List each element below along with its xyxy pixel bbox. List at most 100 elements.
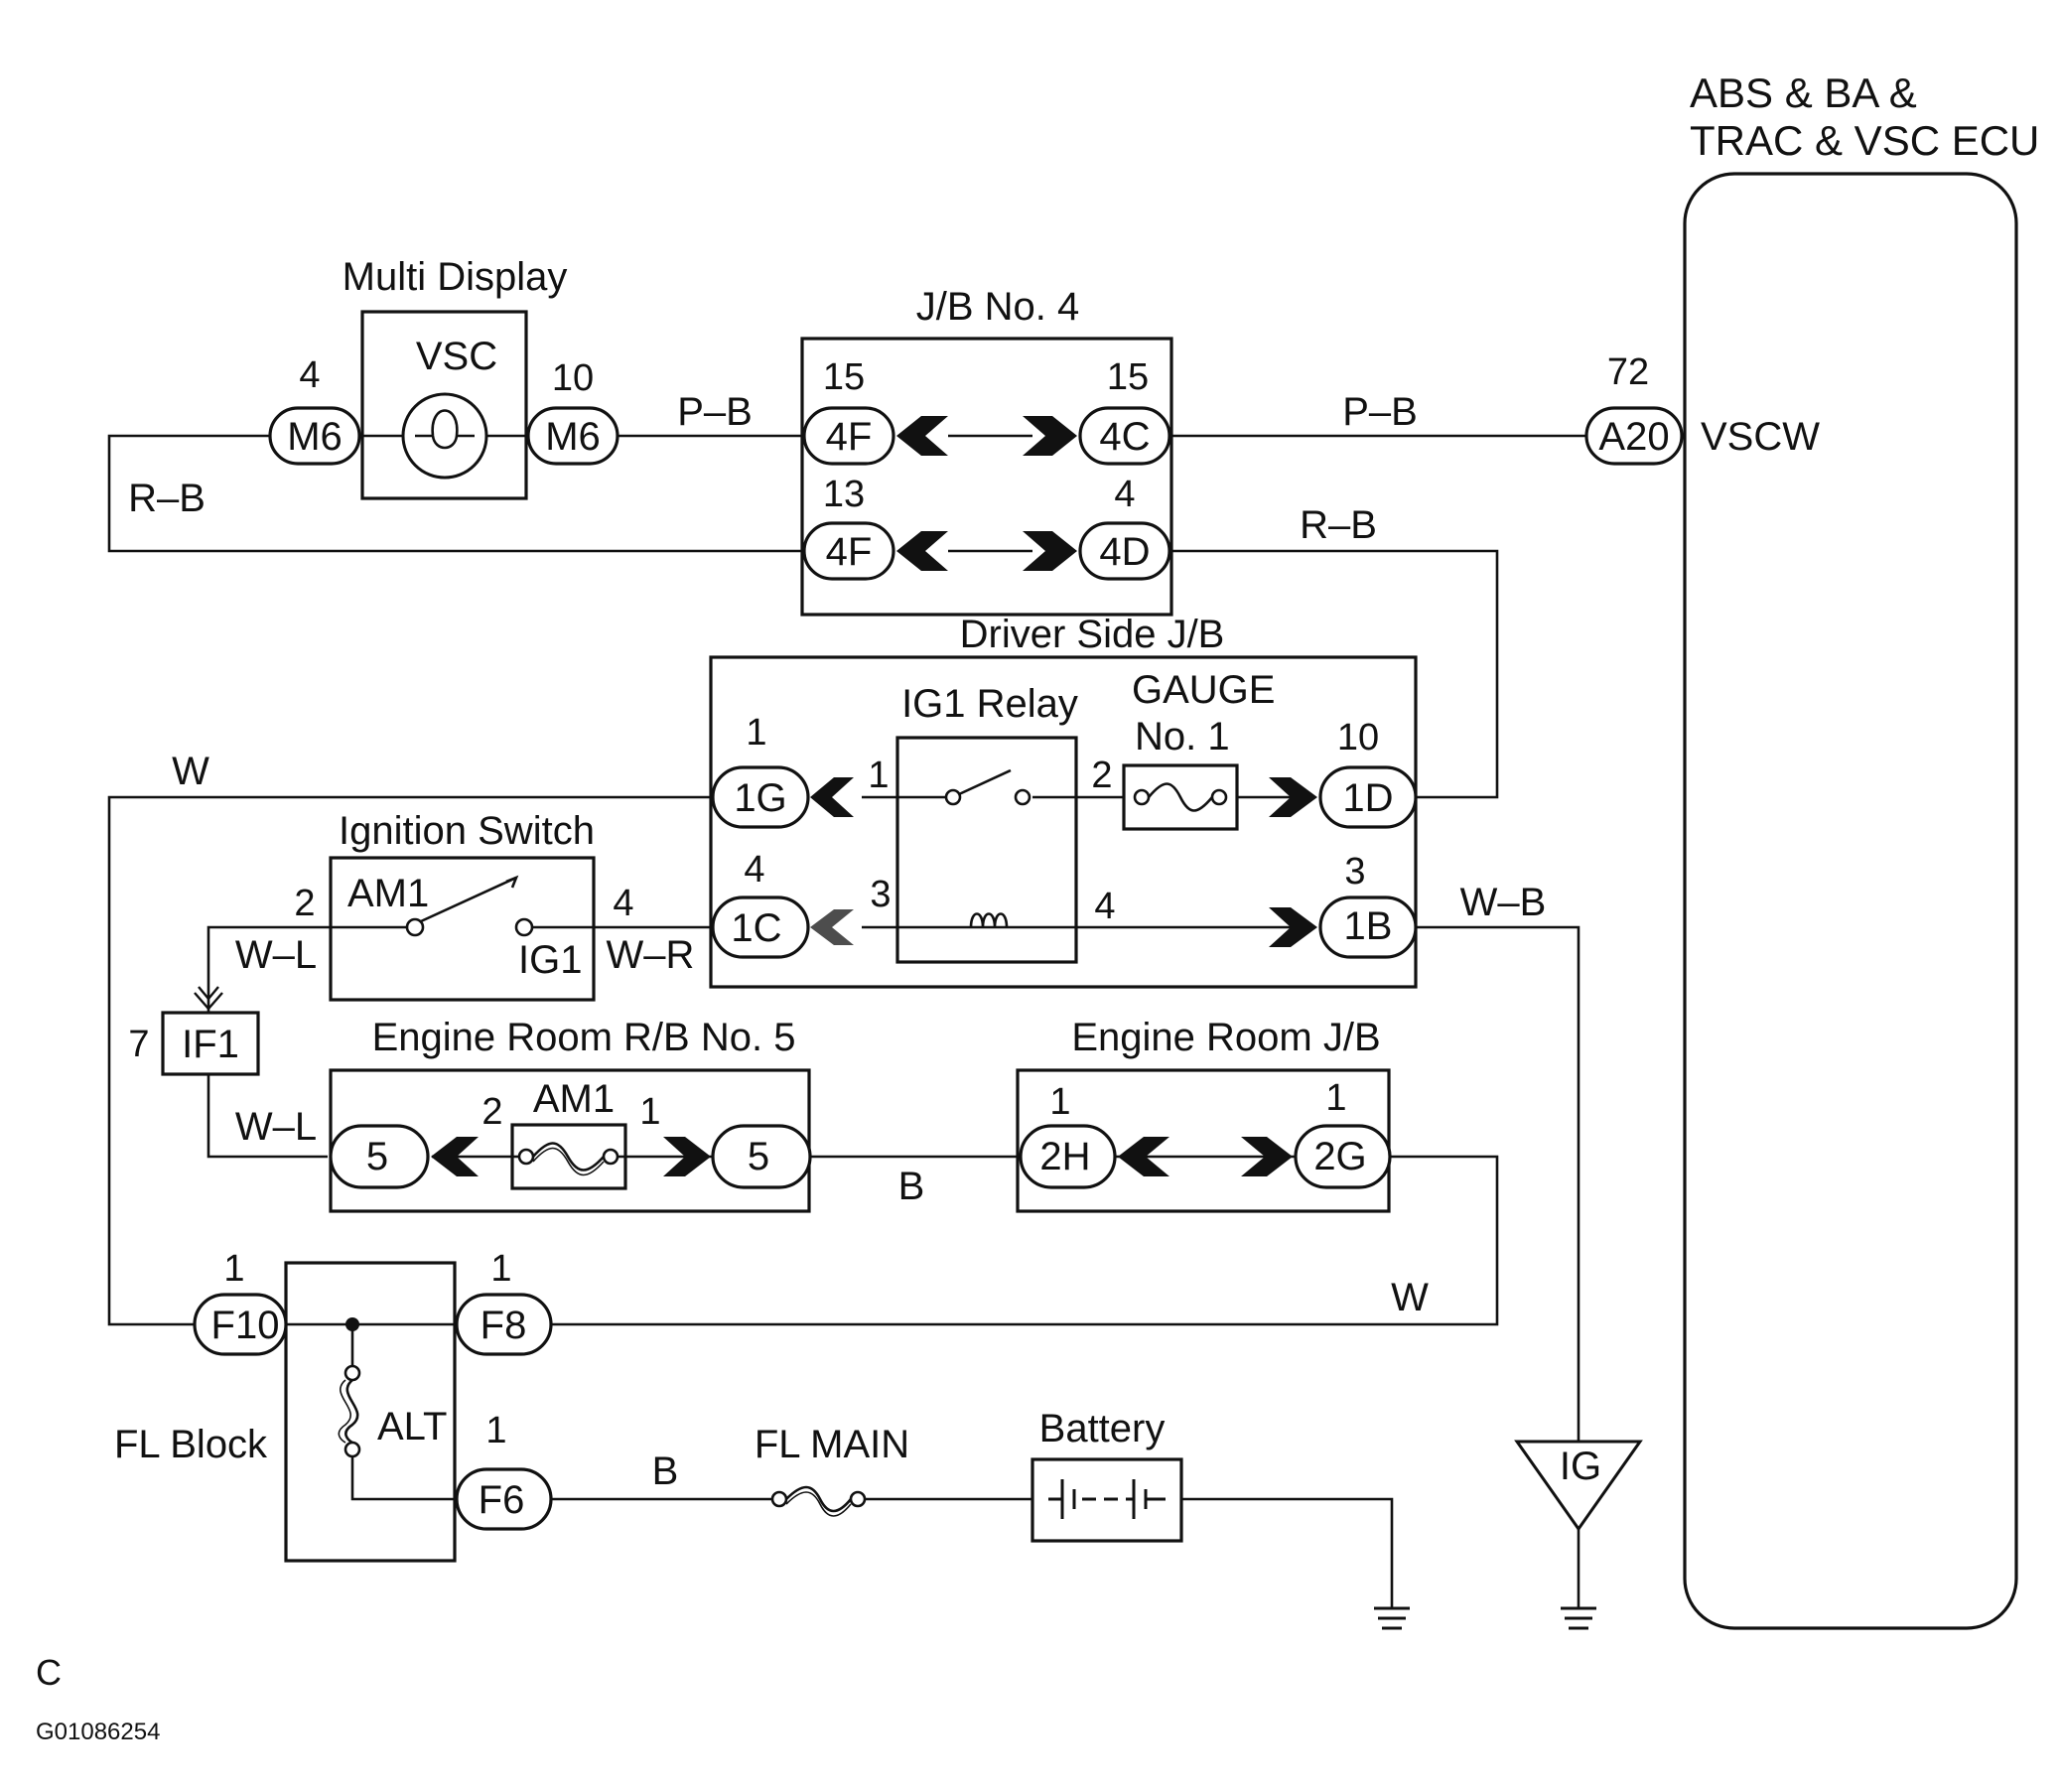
pin-2g: 1 [1325, 1077, 1346, 1119]
chevron-left-rb5 [431, 1137, 479, 1176]
connector-m6-right: M6 [526, 406, 619, 466]
chevron-left-2h [1118, 1137, 1169, 1176]
connector-a20: A20 [1584, 406, 1684, 466]
wire-label-rb-left: R–B [128, 477, 206, 520]
connector-2h: 2H [1019, 1124, 1117, 1189]
vsc-lamp-icon [401, 392, 488, 480]
svg-text:A20: A20 [1598, 415, 1669, 459]
pin-1d: 10 [1337, 717, 1379, 758]
chevron-right-4d [1023, 531, 1077, 571]
wire-rb-left [107, 434, 802, 553]
svg-text:1G: 1G [734, 776, 786, 820]
connector-1d: 1D [1318, 765, 1418, 829]
pin-m6-left: 4 [299, 354, 320, 396]
gauge-fuse-icon [1133, 782, 1228, 812]
wire-b-bottom [551, 1497, 1394, 1608]
pin-if1: 7 [128, 1024, 149, 1065]
ground-ig-icon [1561, 1606, 1596, 1630]
svg-text:M6: M6 [287, 415, 343, 459]
chevron-left-1c [810, 909, 854, 945]
svg-text:IF1: IF1 [182, 1023, 239, 1066]
fl-main-title: FL MAIN [755, 1423, 909, 1466]
pin-4f-bottom: 13 [823, 474, 865, 515]
pin-4f-top: 15 [823, 356, 865, 398]
pin-f8: 1 [490, 1248, 511, 1290]
connector-f10: F10 [193, 1293, 288, 1356]
chevron-left-4f-top [896, 416, 948, 456]
pin-f10: 1 [223, 1248, 244, 1290]
relay-coil-icon [969, 912, 1009, 928]
alt-label: ALT [377, 1405, 447, 1448]
ignition-switch-contact-icon [405, 875, 534, 937]
svg-text:2G: 2G [1313, 1135, 1366, 1178]
ig-ground-label: IG [1560, 1445, 1601, 1488]
wire-label-w-bottom: W [1391, 1276, 1429, 1319]
alt-fusible-link-icon [338, 1364, 361, 1458]
pin-2h: 1 [1049, 1081, 1070, 1123]
ecu-title-line1: ABS & BA & [1690, 69, 1917, 116]
pin-f6: 1 [485, 1410, 506, 1451]
battery-box [1030, 1457, 1183, 1543]
engine-rb5-title: Engine Room R/B No. 5 [372, 1016, 796, 1059]
pin-am1-2: 2 [481, 1091, 502, 1133]
ignition-switch-box [329, 856, 596, 1002]
pin-relay-3: 3 [870, 874, 891, 915]
pin-relay-4: 4 [1094, 886, 1115, 927]
connector-f6: F6 [455, 1467, 553, 1531]
ignition-switch-title: Ignition Switch [339, 809, 595, 853]
svg-text:1D: 1D [1342, 776, 1393, 820]
pin-1g: 1 [746, 712, 766, 754]
chevron-right-1d [1269, 777, 1317, 817]
wire-label-rb-right: R–B [1300, 503, 1377, 547]
multi-display-title: Multi Display [343, 255, 568, 299]
chevron-left-4f-bot [896, 531, 948, 571]
connector-4d: 4D [1078, 521, 1171, 581]
wire-w-bottom [551, 1155, 1499, 1326]
am1-fuse-icon [517, 1142, 619, 1176]
engine-rb5-box [329, 1068, 811, 1213]
chevron-left-1g [810, 777, 854, 817]
chevron-right-4c [1023, 416, 1077, 456]
pin-1c: 4 [744, 849, 764, 891]
svg-text:1B: 1B [1344, 904, 1393, 948]
ecu-box [1683, 172, 2018, 1630]
pin-4c: 15 [1107, 356, 1149, 398]
vsc-lamp-label: VSC [416, 335, 497, 378]
corner-letter: C [36, 1652, 62, 1693]
gauge-fuse-title-line1: GAUGE [1132, 668, 1275, 712]
wires [107, 434, 1585, 1608]
ig1-relay-box [895, 736, 1078, 964]
wire-wb [1416, 925, 1580, 1442]
pin-4d: 4 [1114, 474, 1135, 515]
ig1-relay-title: IG1 Relay [901, 682, 1078, 726]
svg-text:4F: 4F [826, 530, 873, 574]
connector-4c: 4C [1078, 406, 1171, 466]
svg-text:F10: F10 [211, 1304, 280, 1347]
multi-display-box [360, 310, 528, 500]
svg-text:4F: 4F [826, 415, 873, 459]
chevron-right-rb5 [663, 1137, 711, 1176]
engine-jb-title: Engine Room J/B [1071, 1016, 1380, 1059]
connector-1g: 1G [711, 765, 810, 829]
wire-label-pb-left: P–B [677, 390, 753, 434]
svg-text:4D: 4D [1099, 530, 1150, 574]
fl-block-title: FL Block [114, 1423, 268, 1466]
pin-1b: 3 [1344, 851, 1365, 893]
svg-text:M6: M6 [545, 415, 601, 459]
wire-wl-sw [206, 925, 415, 1013]
driver-jb-box [709, 655, 1418, 989]
wire-fl-internal [286, 1322, 457, 1501]
connector-if1: IF1 [161, 1011, 260, 1076]
if1-arrow-icon [194, 986, 223, 1011]
am1-fuse-box [510, 1123, 627, 1190]
svg-text:5: 5 [366, 1135, 388, 1178]
pin-a20: 72 [1607, 351, 1649, 393]
svg-text:4C: 4C [1099, 415, 1150, 459]
wire-w-top [107, 795, 713, 1326]
ground-battery-icon [1374, 1606, 1410, 1630]
battery-cell-icon [1048, 1479, 1166, 1519]
pin-am1-1: 1 [639, 1091, 660, 1133]
pin-sw-4: 4 [613, 883, 633, 924]
jb4-box [800, 337, 1173, 617]
